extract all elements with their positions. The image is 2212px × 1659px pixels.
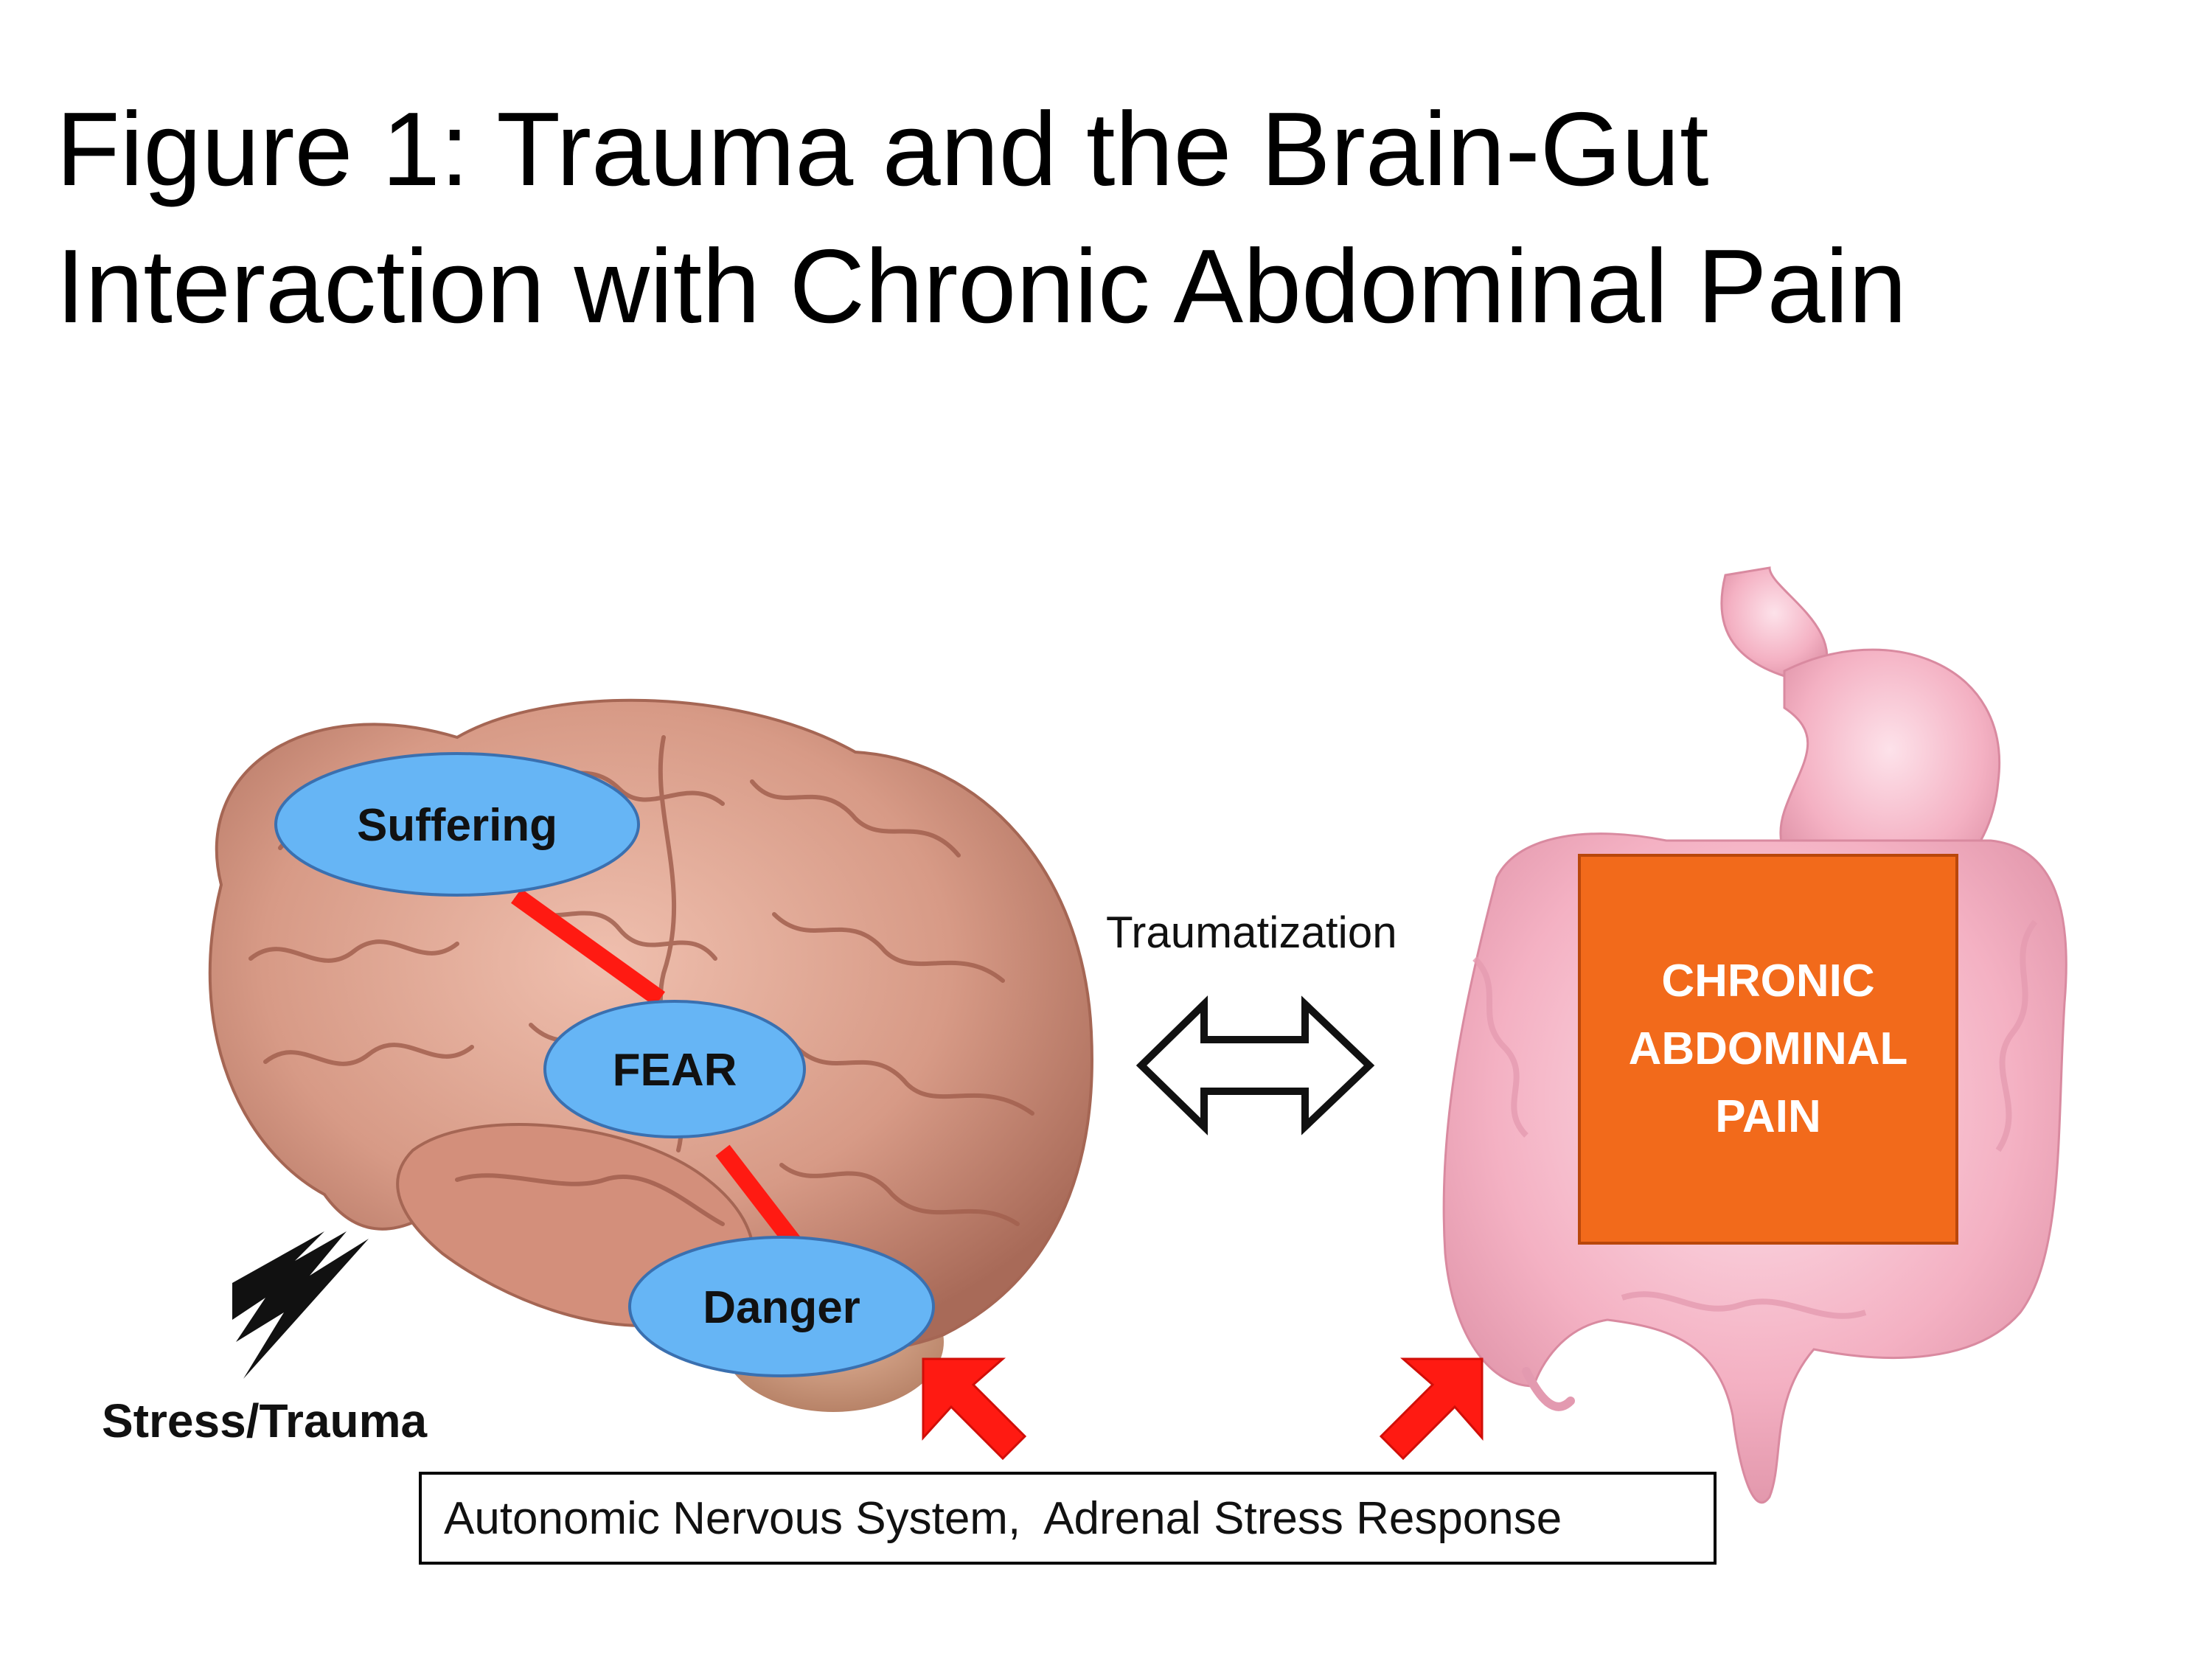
title-line-1: Figure 1: Trauma and the Brain-Gut [56,91,1709,208]
connector-fear-danger [715,1144,804,1252]
pain-box-line-3: PAIN [1715,1091,1821,1142]
title-line-2: Interaction with Chronic Abdominal Pain [56,228,1907,345]
traumatization-label: Traumatization [1106,908,1397,957]
chronic-abdominal-pain-box: CHRONIC ABDOMINAL PAIN [1578,854,1958,1245]
red-arrow-icon-left [922,1357,1027,1461]
node-suffering-label: Suffering [357,800,557,851]
pain-box-line-1: CHRONIC [1661,956,1875,1006]
node-danger: Danger [628,1236,935,1377]
red-arrow-icon-right [1379,1357,1484,1461]
appendix-shape [1522,1367,1575,1411]
gut-folds [1472,919,2038,1319]
pain-box-text: CHRONIC ABDOMINAL PAIN [1629,947,1908,1151]
stress-response-label: Autonomic Nervous System, Adrenal Stress… [444,1492,1562,1544]
stress-response-box: Autonomic Nervous System, Adrenal Stress… [419,1472,1717,1565]
pain-box-line-2: ABDOMINAL [1628,1023,1908,1074]
connector-suffering-fear [511,888,665,1006]
node-suffering: Suffering [274,752,640,897]
node-fear: FEAR [543,1000,806,1138]
stress-trauma-label: Stress/Trauma [102,1394,428,1447]
node-danger-label: Danger [703,1282,860,1333]
double-arrow-icon [1135,995,1375,1135]
lightning-icon [232,1231,369,1379]
node-fear-label: FEAR [613,1045,737,1096]
figure-title: Figure 1: Trauma and the Brain-Gut Inter… [56,81,2157,355]
